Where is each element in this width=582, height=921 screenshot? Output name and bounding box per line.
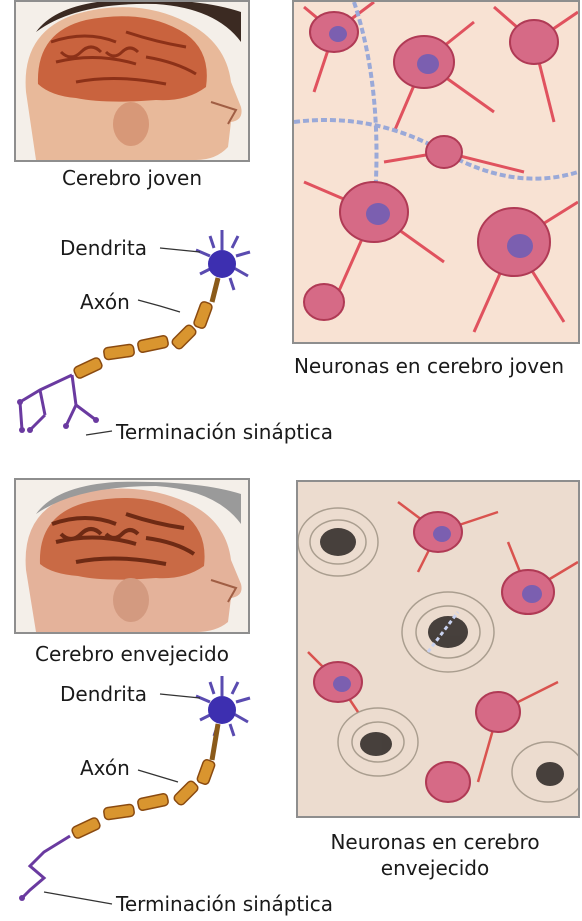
young-neurons-caption: Neuronas en cerebro joven	[276, 354, 582, 378]
aged-axon-label: Axón	[80, 756, 130, 780]
aged-brain-caption: Cerebro envejecido	[14, 642, 250, 666]
aged-neurons-image	[296, 480, 580, 818]
aged-brain-image	[14, 478, 250, 634]
young-neuron-diagram	[0, 230, 300, 440]
aged-dendrite-label: Dendrita	[60, 682, 147, 706]
aged-neurons-caption-line1: Neuronas en cerebro	[288, 830, 582, 854]
aged-neuron-cell-body	[208, 696, 236, 724]
aged-neuron-diagram	[0, 676, 300, 906]
young-brain-image	[14, 0, 250, 162]
young-axon-label: Axón	[80, 290, 130, 314]
young-dendrite-label: Dendrita	[60, 236, 147, 260]
young-brain-caption: Cerebro joven	[14, 166, 250, 190]
aged-terminal-label: Terminación sináptica	[116, 892, 333, 916]
young-terminal-label: Terminación sináptica	[116, 420, 333, 444]
young-neuron-cell-body	[208, 250, 236, 278]
aged-neurons-caption-line2: envejecido	[288, 856, 582, 880]
young-neurons-image	[292, 0, 580, 344]
